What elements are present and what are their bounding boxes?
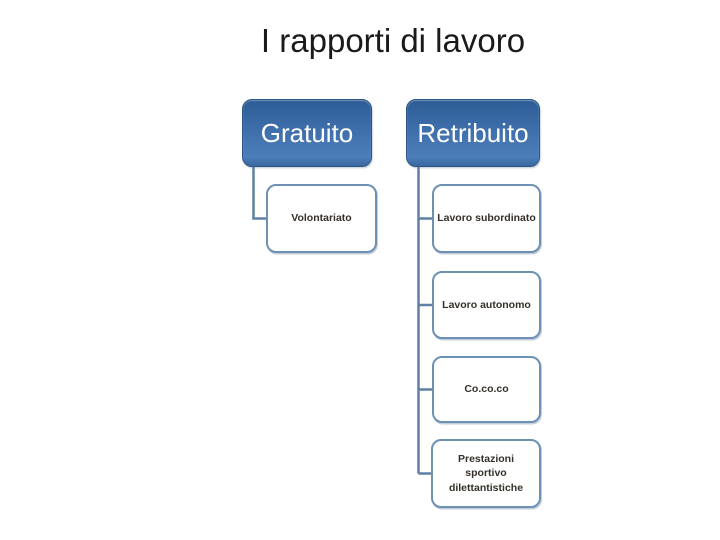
parent-node-gratuito-label: Gratuito	[260, 117, 354, 148]
child-node-lavoro-autonomo: Lavoro autonomo	[432, 271, 541, 339]
parent-node-retribuito-label: Retribuito	[417, 117, 529, 148]
child-node-lavoro-autonomo-label: Lavoro autonomo	[442, 298, 531, 311]
connector-gratuito-volontariato	[252, 166, 267, 220]
child-node-prestazioni-label: Prestazioni sportivo dilettantistiche	[448, 453, 524, 494]
child-node-cococo: Co.co.co	[432, 356, 541, 423]
child-node-lavoro-subordinato-label: Lavoro subordinato	[437, 212, 536, 225]
parent-node-retribuito: Retribuito	[406, 99, 540, 167]
child-node-volontariato: Volontariato	[266, 184, 377, 253]
slide-title: I rapporti di lavoro	[260, 22, 526, 59]
child-node-prestazioni-sportivo-dilettantistiche: Prestazioni sportivo dilettantistiche	[431, 439, 541, 508]
child-node-volontariato-label: Volontariato	[291, 212, 352, 225]
child-node-lavoro-subordinato: Lavoro subordinato	[432, 184, 541, 253]
child-node-cococo-label: Co.co.co	[464, 383, 509, 396]
parent-node-gratuito: Gratuito	[242, 99, 372, 167]
